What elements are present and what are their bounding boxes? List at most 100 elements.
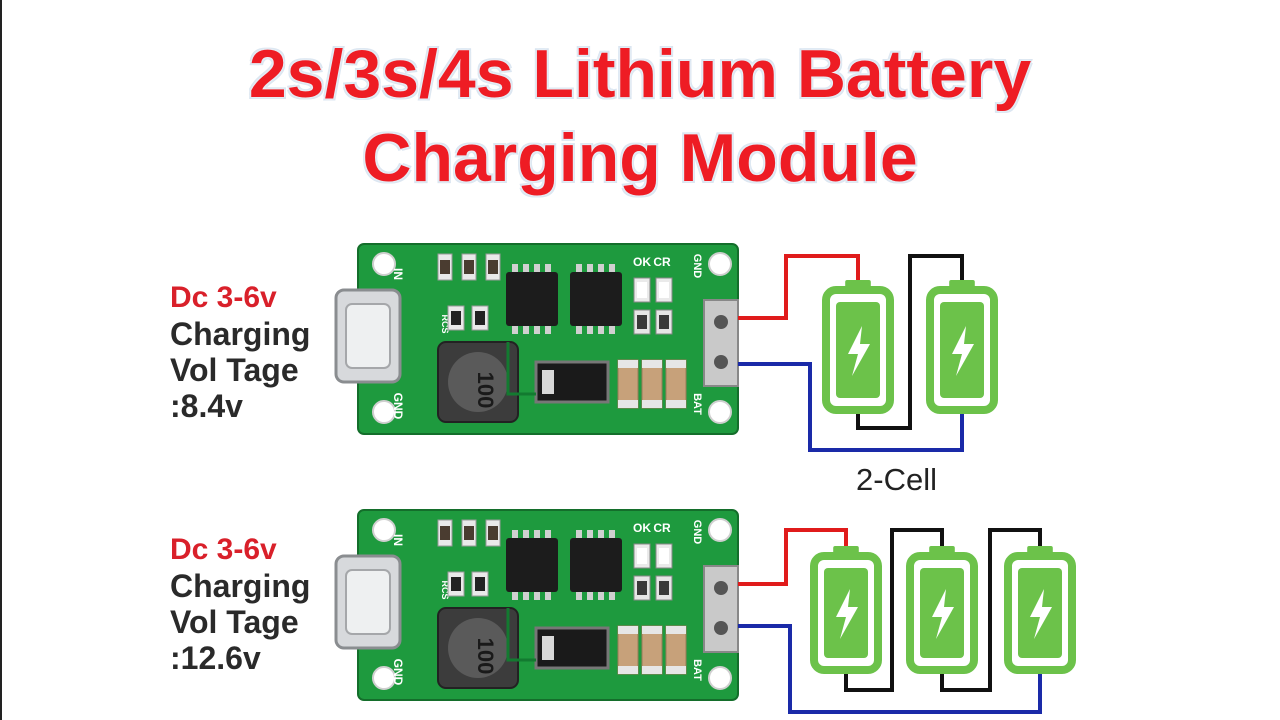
ic-pin [587,264,593,274]
ic-chip [506,272,558,326]
in-marking: IN [391,534,405,546]
usb-c-opening [345,303,391,369]
diode-band [542,370,554,394]
module-1-description: Dc 3-6v Charging Vol Tage :8.4v [170,280,310,424]
battery-cell [926,280,998,414]
ic-pin [545,264,551,274]
inductor-core [448,618,508,678]
connection-wire [738,528,848,586]
mounting-hole [708,518,732,542]
connection-wire [738,624,1042,714]
led-lens [637,282,647,298]
sense-resistor-body [475,577,485,591]
inductor-core [448,352,508,412]
ic-pin [512,324,518,334]
ic-pin [576,590,582,600]
in-marking: IN [391,268,405,280]
resistor-body [440,526,450,540]
output-voltage: :12.6v [170,640,261,676]
input-voltage-label: Dc 3-6v [170,281,277,314]
mounting-hole [372,252,396,276]
ic-pin [523,264,529,274]
ic-pin [587,590,593,600]
ic-pin [609,590,615,600]
ic-pin [598,264,604,274]
terminal-positive [714,581,728,595]
cell-count-caption: 2-Cell [856,462,937,497]
ic-pin [598,530,604,540]
ic-pin [576,264,582,274]
capacitor-end [666,400,686,408]
led-lens [659,548,669,564]
terminal-negative [714,355,728,369]
battery-cell [822,280,894,414]
battery-cell [1004,546,1076,674]
ic-pin [545,530,551,540]
ic-pin [512,590,518,600]
cr-marking: CR [653,255,671,269]
ic-pin [576,530,582,540]
ic-pin [534,264,540,274]
resistor-body [659,315,669,329]
capacitor-end [666,666,686,674]
terminal-negative [714,621,728,635]
pcb-trace [506,342,536,396]
charging-bolt-icon [848,326,870,376]
connection-wire [738,254,860,320]
capacitor-end [618,666,638,674]
ic-pin [545,324,551,334]
charging-label-2: Vol Tage [170,604,299,640]
ic-chip [570,538,622,592]
pcb-trace [506,608,536,662]
gnd-marking-left: GND [391,393,405,420]
inductor-marking: 100 [473,372,498,409]
capacitor-end [642,360,662,368]
capacitor-end [642,666,662,674]
ic-pin [512,530,518,540]
charging-bolt-icon [932,589,954,639]
ic-chip [570,272,622,326]
charging-label-1: Charging [170,568,311,604]
connection-wire [856,254,964,430]
title-line-2: Charging Module [362,120,918,196]
resistor-body [488,260,498,274]
rcs-marking: RCS [440,314,450,333]
ic-pin [587,530,593,540]
capacitor-end [666,626,686,634]
usb-c-opening [345,569,391,635]
gnd-marking-right: GND [691,520,703,545]
charging-label-1: Charging [170,316,311,352]
charging-bolt-icon [952,326,974,376]
ic-pin [512,264,518,274]
led-lens [637,548,647,564]
ic-pin [545,590,551,600]
connection-wire [738,362,964,452]
charging-label-2: Vol Tage [170,352,299,388]
bat-marking: BAT [691,393,703,415]
capacitor-end [642,400,662,408]
ic-pin [523,324,529,334]
battery-terminal [703,565,739,653]
title-line-1: 2s/3s/4s Lithium Battery [248,36,1032,112]
sense-resistor-body [451,577,461,591]
mounting-hole [372,400,396,424]
ic-pin [534,590,540,600]
capacitor-end [642,626,662,634]
terminal-positive [714,315,728,329]
diode-band [542,636,554,660]
resistor-body [440,260,450,274]
inductor-marking: 100 [473,638,498,675]
ic-pin [609,324,615,334]
battery-terminal [703,299,739,387]
module-2-description: Dc 3-6v Charging Vol Tage :12.6v [170,532,310,676]
resistor-body [637,581,647,595]
ok-marking: OK [633,255,651,269]
battery-cell [810,546,882,674]
connection-wire [940,528,1042,692]
mounting-hole [372,666,396,690]
resistor-body [637,315,647,329]
ic-pin [598,324,604,334]
resistor-body [488,526,498,540]
